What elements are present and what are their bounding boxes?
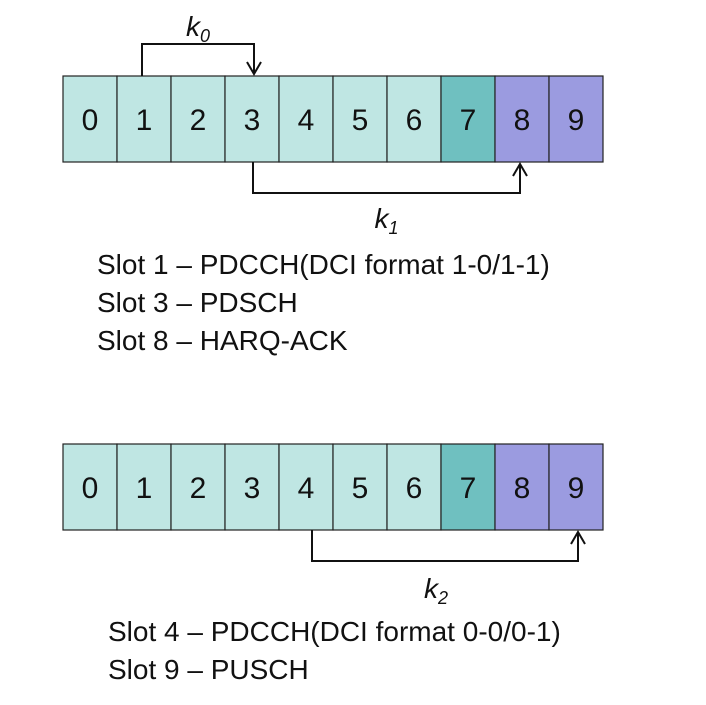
desc-line-slot-9: Slot 9 – PUSCH — [108, 654, 309, 685]
bottom-slot-label-2: 2 — [190, 472, 207, 505]
k1-label-subscript: 1 — [388, 218, 398, 238]
top-slot-label-3: 3 — [244, 104, 261, 137]
bottom-connectors: k2 — [311, 530, 586, 608]
desc-line-slot-1: Slot 1 – PDCCH(DCI format 1-0/1-1) — [97, 249, 550, 280]
top-slot-9 — [548, 75, 604, 163]
top-slot-2 — [170, 75, 226, 163]
bottom-slot-label-8: 8 — [514, 472, 531, 505]
top-slot-label-2: 2 — [190, 104, 207, 137]
k0-arrowhead — [246, 61, 262, 76]
top-slot-label-7: 7 — [460, 104, 477, 137]
bottom-slot-label-3: 3 — [244, 472, 261, 505]
top-slot-label-1: 1 — [136, 104, 153, 137]
k0-connector — [141, 43, 255, 76]
top-slot-4 — [278, 75, 334, 163]
top-slot-1 — [116, 75, 172, 163]
k1-label-letter: k — [374, 203, 390, 234]
bottom-slot-5 — [332, 443, 388, 531]
bottom-description: Slot 4 – PDCCH(DCI format 0-0/0-1) Slot … — [108, 613, 561, 689]
desc-line-slot-4: Slot 4 – PDCCH(DCI format 0-0/0-1) — [108, 616, 561, 647]
bottom-slot-label-0: 0 — [82, 472, 99, 505]
top-slot-0 — [62, 75, 118, 163]
bottom-slot-1 — [116, 443, 172, 531]
k1-connector — [252, 162, 521, 194]
top-slot-label-4: 4 — [298, 104, 315, 137]
bottom-slot-3 — [224, 443, 280, 531]
top-description: Slot 1 – PDCCH(DCI format 1-0/1-1) Slot … — [97, 246, 550, 360]
k0-label-subscript: 0 — [200, 26, 210, 46]
k2-label-letter: k — [424, 573, 440, 604]
bottom-slot-0 — [62, 443, 118, 531]
k2-arrowhead — [570, 530, 586, 545]
bottom-slot-label-1: 1 — [136, 472, 153, 505]
bottom-slot-row: 0 1 2 3 4 5 6 7 8 9 — [62, 443, 604, 531]
k1-label: k1 — [374, 203, 398, 238]
top-slot-label-8: 8 — [514, 104, 531, 137]
top-slot-label-9: 9 — [568, 104, 585, 137]
top-slot-7 — [440, 75, 496, 163]
top-slot-row: 0 1 2 3 4 5 6 7 8 9 — [62, 75, 604, 163]
k2-label: k2 — [424, 573, 448, 608]
desc-line-slot-8: Slot 8 – HARQ-ACK — [97, 325, 348, 356]
desc-line-slot-3: Slot 3 – PDSCH — [97, 287, 298, 318]
k0-label: k0 — [186, 11, 210, 46]
top-slot-label-5: 5 — [352, 104, 369, 137]
bottom-slot-label-9: 9 — [568, 472, 585, 505]
bottom-slot-label-7: 7 — [460, 472, 477, 505]
bottom-slot-label-4: 4 — [298, 472, 315, 505]
top-slot-label-6: 6 — [406, 104, 423, 137]
k0-label-letter: k — [186, 11, 202, 42]
k2-label-subscript: 2 — [437, 588, 448, 608]
top-slot-label-0: 0 — [82, 104, 99, 137]
bottom-slot-label-6: 6 — [406, 472, 423, 505]
bottom-slot-label-5: 5 — [352, 472, 369, 505]
bottom-slot-9 — [548, 443, 604, 531]
k2-connector — [311, 530, 579, 562]
top-slot-6 — [386, 75, 442, 163]
k1-arrowhead — [512, 162, 528, 177]
bottom-slot-6 — [386, 443, 442, 531]
top-slot-8 — [494, 75, 550, 163]
